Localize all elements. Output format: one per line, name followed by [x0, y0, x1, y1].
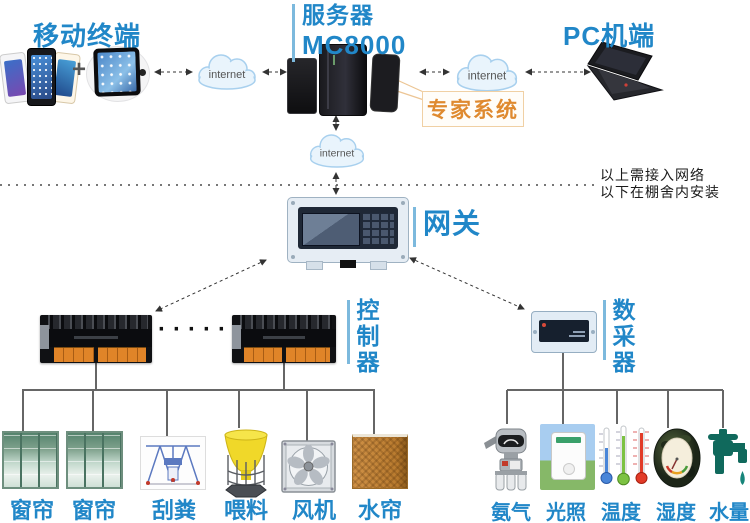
- collector-label-accent-bar: [603, 300, 606, 360]
- expert-system-label: 专家系统: [427, 99, 519, 122]
- mobile-terminal-label: 移动终端: [33, 21, 142, 51]
- server-towers-icon: [283, 42, 415, 116]
- actuator-label: 风机: [291, 498, 336, 523]
- ammonia-sensor-icon: [484, 428, 527, 491]
- gateway-label: 网关: [423, 208, 482, 239]
- collector-label: 数采器: [609, 298, 635, 376]
- actuator-label: 喂料: [223, 498, 268, 523]
- tablet-logo-dot: [139, 69, 146, 76]
- sensor-label: 光照: [546, 502, 586, 523]
- actuator-label: 窗帘: [71, 498, 116, 523]
- pc-client-label: PC机端: [563, 21, 656, 51]
- sensor-label: 氨气: [491, 502, 531, 523]
- cooling-pad-icon: [352, 434, 408, 489]
- server-label-accent-bar: [292, 4, 295, 62]
- curtain-icon: [2, 431, 59, 489]
- manure-scraper-icon: [140, 436, 206, 490]
- sensor-label: 湿度: [656, 502, 696, 523]
- actuator-label: 水帘: [357, 498, 402, 523]
- actuator-label: 窗帘: [9, 498, 54, 523]
- internet-cloud-text: internet: [468, 70, 507, 82]
- smartphones-icon: [0, 46, 82, 108]
- sensor-label: 水量: [709, 502, 749, 523]
- plus-sign: +: [72, 56, 87, 83]
- controller-board-icon: [232, 315, 336, 363]
- gateway-panel-icon: [287, 197, 409, 270]
- controller-bus-lines: [22, 363, 375, 441]
- arrow-gateway-to-controller: [155, 259, 267, 312]
- divider-note: 以上需接入网络 以下在棚舍内安装: [600, 167, 720, 201]
- expert-system-box: 专家系统: [422, 91, 524, 127]
- more-controllers-ellipsis: ·····: [158, 316, 233, 343]
- gateway-label-accent-bar: [413, 207, 416, 247]
- actuator-label: 刮粪: [151, 498, 196, 523]
- humidity-gauge-icon: [653, 428, 701, 488]
- internet-cloud-icon: internet: [198, 54, 256, 90]
- curtain-icon: [66, 431, 123, 489]
- sensor-label: 温度: [601, 502, 641, 523]
- laptop-icon: [586, 42, 664, 101]
- water-faucet-icon: [708, 429, 747, 485]
- internet-cloud-icon: internet: [309, 134, 365, 168]
- controller-board-icon: [40, 315, 152, 363]
- internet-cloud-text: internet: [209, 69, 246, 81]
- thermometer-icon: [599, 425, 649, 486]
- data-collector-box-icon: [531, 311, 597, 353]
- divider-note-line2: 以下在棚舍内安装: [600, 184, 720, 200]
- light-sensor-icon: [540, 424, 595, 490]
- arrow-gateway-to-collector: [409, 257, 525, 310]
- controller-label: 控制器: [353, 298, 379, 376]
- server-label: 服务器: [302, 2, 374, 28]
- divider-note-line1: 以上需接入网络: [600, 167, 705, 183]
- internet-cloud-text: internet: [320, 149, 355, 160]
- exhaust-fan-icon: [281, 440, 336, 493]
- tablet-icon: [86, 44, 152, 102]
- feeder-hopper-icon: [224, 429, 268, 498]
- server-model-label: MC8000: [302, 29, 407, 60]
- controller-label-accent-bar: [347, 300, 350, 364]
- internet-cloud-icon: internet: [456, 54, 518, 92]
